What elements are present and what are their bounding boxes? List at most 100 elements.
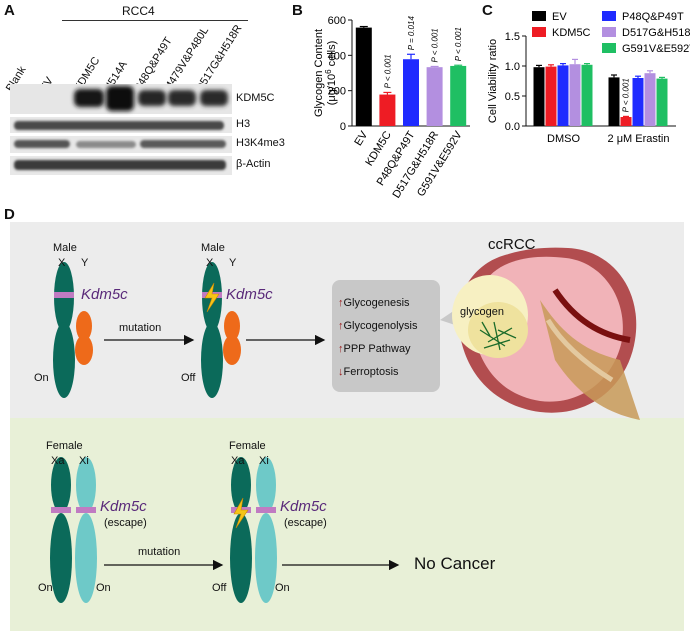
effect-down-arrow: ↓ <box>338 366 344 378</box>
blot-strip-h3k4me3 <box>10 136 232 153</box>
b-y-axis-label: Glycogen Content <box>313 29 325 117</box>
female-left-xa-chromosome <box>50 457 72 603</box>
female-right-xa-chromosome <box>230 457 252 603</box>
c-bar <box>545 66 557 126</box>
c-legend-label: P48Q&P49T <box>622 11 684 23</box>
c-bar <box>632 78 644 126</box>
row-label-h3: H3 <box>236 118 251 130</box>
rcc4-label: RCC4 <box>122 4 155 18</box>
c-y-axis-label: Cell Viability ratio <box>487 39 499 123</box>
b-bar <box>403 59 419 126</box>
row-label-actin: β-Actin <box>236 158 271 170</box>
no-cancer-label: No Cancer <box>414 554 496 573</box>
row-label-h3k4me3: H3K4me3 <box>236 137 285 149</box>
c-y-tick-label: 1.5 <box>505 31 520 43</box>
c-bar <box>533 67 545 126</box>
c-bar <box>581 64 593 126</box>
female-left-xa-state: On <box>38 582 53 594</box>
c-bar <box>620 117 632 126</box>
effect-up-arrow: ↑ <box>338 297 344 309</box>
blot-strip-kdm5c <box>10 84 232 114</box>
panel-c-letter: C <box>482 2 493 19</box>
blot-strip-h3 <box>10 117 232 133</box>
c-legend-swatch <box>532 11 546 21</box>
effect-item: ↓Ferroptosis <box>338 366 399 378</box>
male-left-y-chromosome <box>75 311 93 365</box>
b-pvalue-label: P < 0.001 <box>454 27 463 61</box>
c-y-tick-label: 0.0 <box>505 121 520 133</box>
rcc4-line <box>62 20 248 21</box>
western-blot <box>10 84 232 175</box>
panel-a: A RCC4 Blank EV KDM5C H514A P48Q&P49T M4… <box>0 0 290 185</box>
female-left-title: Female <box>46 440 83 452</box>
male-right-title: Male <box>201 242 225 254</box>
male-right-y-label: Y <box>229 257 237 269</box>
b-bar <box>426 67 443 126</box>
female-right-xi-state: On <box>275 582 290 594</box>
male-right-gene-label: Kdm5c <box>226 286 273 303</box>
female-right-escape: (escape) <box>284 517 327 529</box>
effects-list: ↑Glycogenesis ↑Glycogenolysis ↑PPP Pathw… <box>338 292 438 384</box>
b-pvalue-label: P < 0.001 <box>431 28 440 62</box>
male-mutation-label: mutation <box>119 322 162 334</box>
female-left-xi-label: Xi <box>79 455 89 467</box>
female-right-xi-label: Xi <box>259 455 269 467</box>
c-legend-label: EV <box>552 11 567 23</box>
b-y-axis-unit: (μg/106 cells) <box>324 41 338 106</box>
c-legend-swatch <box>602 27 616 37</box>
b-pvalue-label: P < 0.001 <box>383 54 392 88</box>
c-bar <box>608 77 620 126</box>
c-legend-label: KDM5C <box>552 27 591 39</box>
panel-a-letter: A <box>4 2 15 19</box>
b-y-tick-label: 200 <box>328 86 346 98</box>
c-legend-swatch <box>532 27 546 37</box>
c-bar <box>644 73 656 126</box>
c-legend-label: G591V&E592V <box>622 43 690 55</box>
c-bar <box>569 64 581 126</box>
female-left-xa-label: Xa <box>51 455 65 467</box>
male-right-y-chromosome <box>223 311 241 365</box>
c-bar <box>557 65 569 126</box>
female-left-escape: (escape) <box>104 517 147 529</box>
female-section <box>10 418 684 631</box>
male-left-x-label: X <box>58 257 66 269</box>
effect-item: ↑PPP Pathway <box>338 343 411 355</box>
b-y-tick-label: 600 <box>328 15 346 27</box>
male-right-state: Off <box>181 372 196 384</box>
female-right-title: Female <box>229 440 266 452</box>
b-bar <box>450 65 467 126</box>
c-category-label: 2 μM Erastin <box>608 133 670 145</box>
female-right-xa-state: Off <box>212 582 227 594</box>
male-left-y-label: Y <box>81 257 89 269</box>
c-legend-swatch <box>602 43 616 53</box>
female-right-gene-label: Kdm5c <box>280 498 327 515</box>
b-pvalue-label: P = 0.014 <box>407 16 416 51</box>
effect-item: ↑Glycogenesis <box>338 297 410 309</box>
male-left-x-chromosome <box>53 262 75 398</box>
panel-b-letter: B <box>292 2 303 19</box>
female-left-xi-state: On <box>96 582 111 594</box>
blot-strip-actin <box>10 156 232 175</box>
b-bar <box>379 94 396 126</box>
kidney-title: ccRCC <box>488 236 536 253</box>
female-left-gene-label: Kdm5c <box>100 498 147 515</box>
female-right-xi-chromosome <box>255 457 277 603</box>
male-left-title: Male <box>53 242 77 254</box>
effects-box <box>332 280 440 392</box>
c-y-tick-label: 0.5 <box>505 91 520 103</box>
male-right-x-chromosome <box>201 262 223 398</box>
row-label-kdm5c: KDM5C <box>236 92 275 104</box>
panel-d-letter: D <box>4 206 15 223</box>
male-right-x-label: X <box>206 257 214 269</box>
b-bar <box>355 27 372 127</box>
effect-up-arrow: ↑ <box>338 343 344 355</box>
effect-item: ↑Glycogenolysis <box>338 320 418 332</box>
c-bar <box>656 78 668 126</box>
male-left-gene-label: Kdm5c <box>81 286 128 303</box>
glycogen-label: glycogen <box>460 306 505 318</box>
c-pvalue-label: P < 0.001 <box>622 78 631 112</box>
female-right-xa-label: Xa <box>231 455 245 467</box>
